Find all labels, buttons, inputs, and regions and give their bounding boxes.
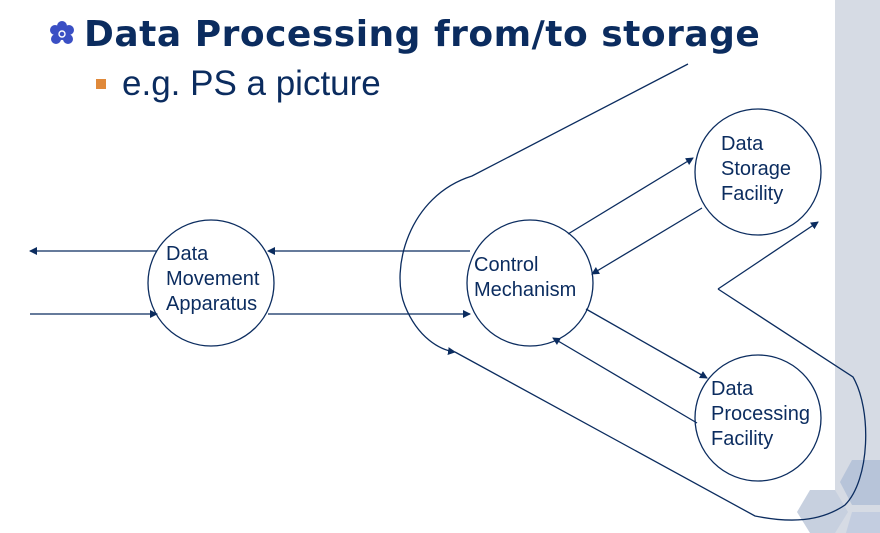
arrow-control-to-storage bbox=[567, 157, 694, 235]
subtitle-row: e.g. PS a picture bbox=[96, 64, 381, 104]
storage-node-label: Data Storage Facility bbox=[721, 133, 792, 205]
slide-sidebar bbox=[835, 0, 880, 533]
arrow-storage-to-control bbox=[591, 207, 703, 275]
processing-loop-arrow bbox=[717, 221, 819, 290]
square-bullet-icon bbox=[96, 79, 106, 89]
movement-node-label: Data Movement Apparatus bbox=[166, 243, 260, 315]
arrow-control-to-processing bbox=[585, 308, 708, 379]
movement-node-circle bbox=[147, 219, 275, 347]
slide-title-row: Data Processing from/to storage bbox=[48, 12, 760, 56]
hexagon-decoration bbox=[797, 460, 880, 533]
control-node-label: Control Mechanism bbox=[474, 254, 577, 301]
control-node-circle bbox=[466, 219, 594, 347]
arrow-processing-to-control bbox=[552, 337, 698, 424]
processing-node-circle bbox=[694, 354, 822, 482]
processing-node-label: Data Processing Facility bbox=[711, 378, 810, 450]
flower-bullet-icon bbox=[50, 21, 74, 44]
page-title: Data Processing from/to storage bbox=[84, 13, 761, 55]
subtitle-text: e.g. PS a picture bbox=[122, 64, 381, 103]
processing-loop-line bbox=[454, 288, 867, 521]
storage-node-circle bbox=[694, 108, 822, 236]
storage-loop-arrow bbox=[399, 63, 689, 356]
